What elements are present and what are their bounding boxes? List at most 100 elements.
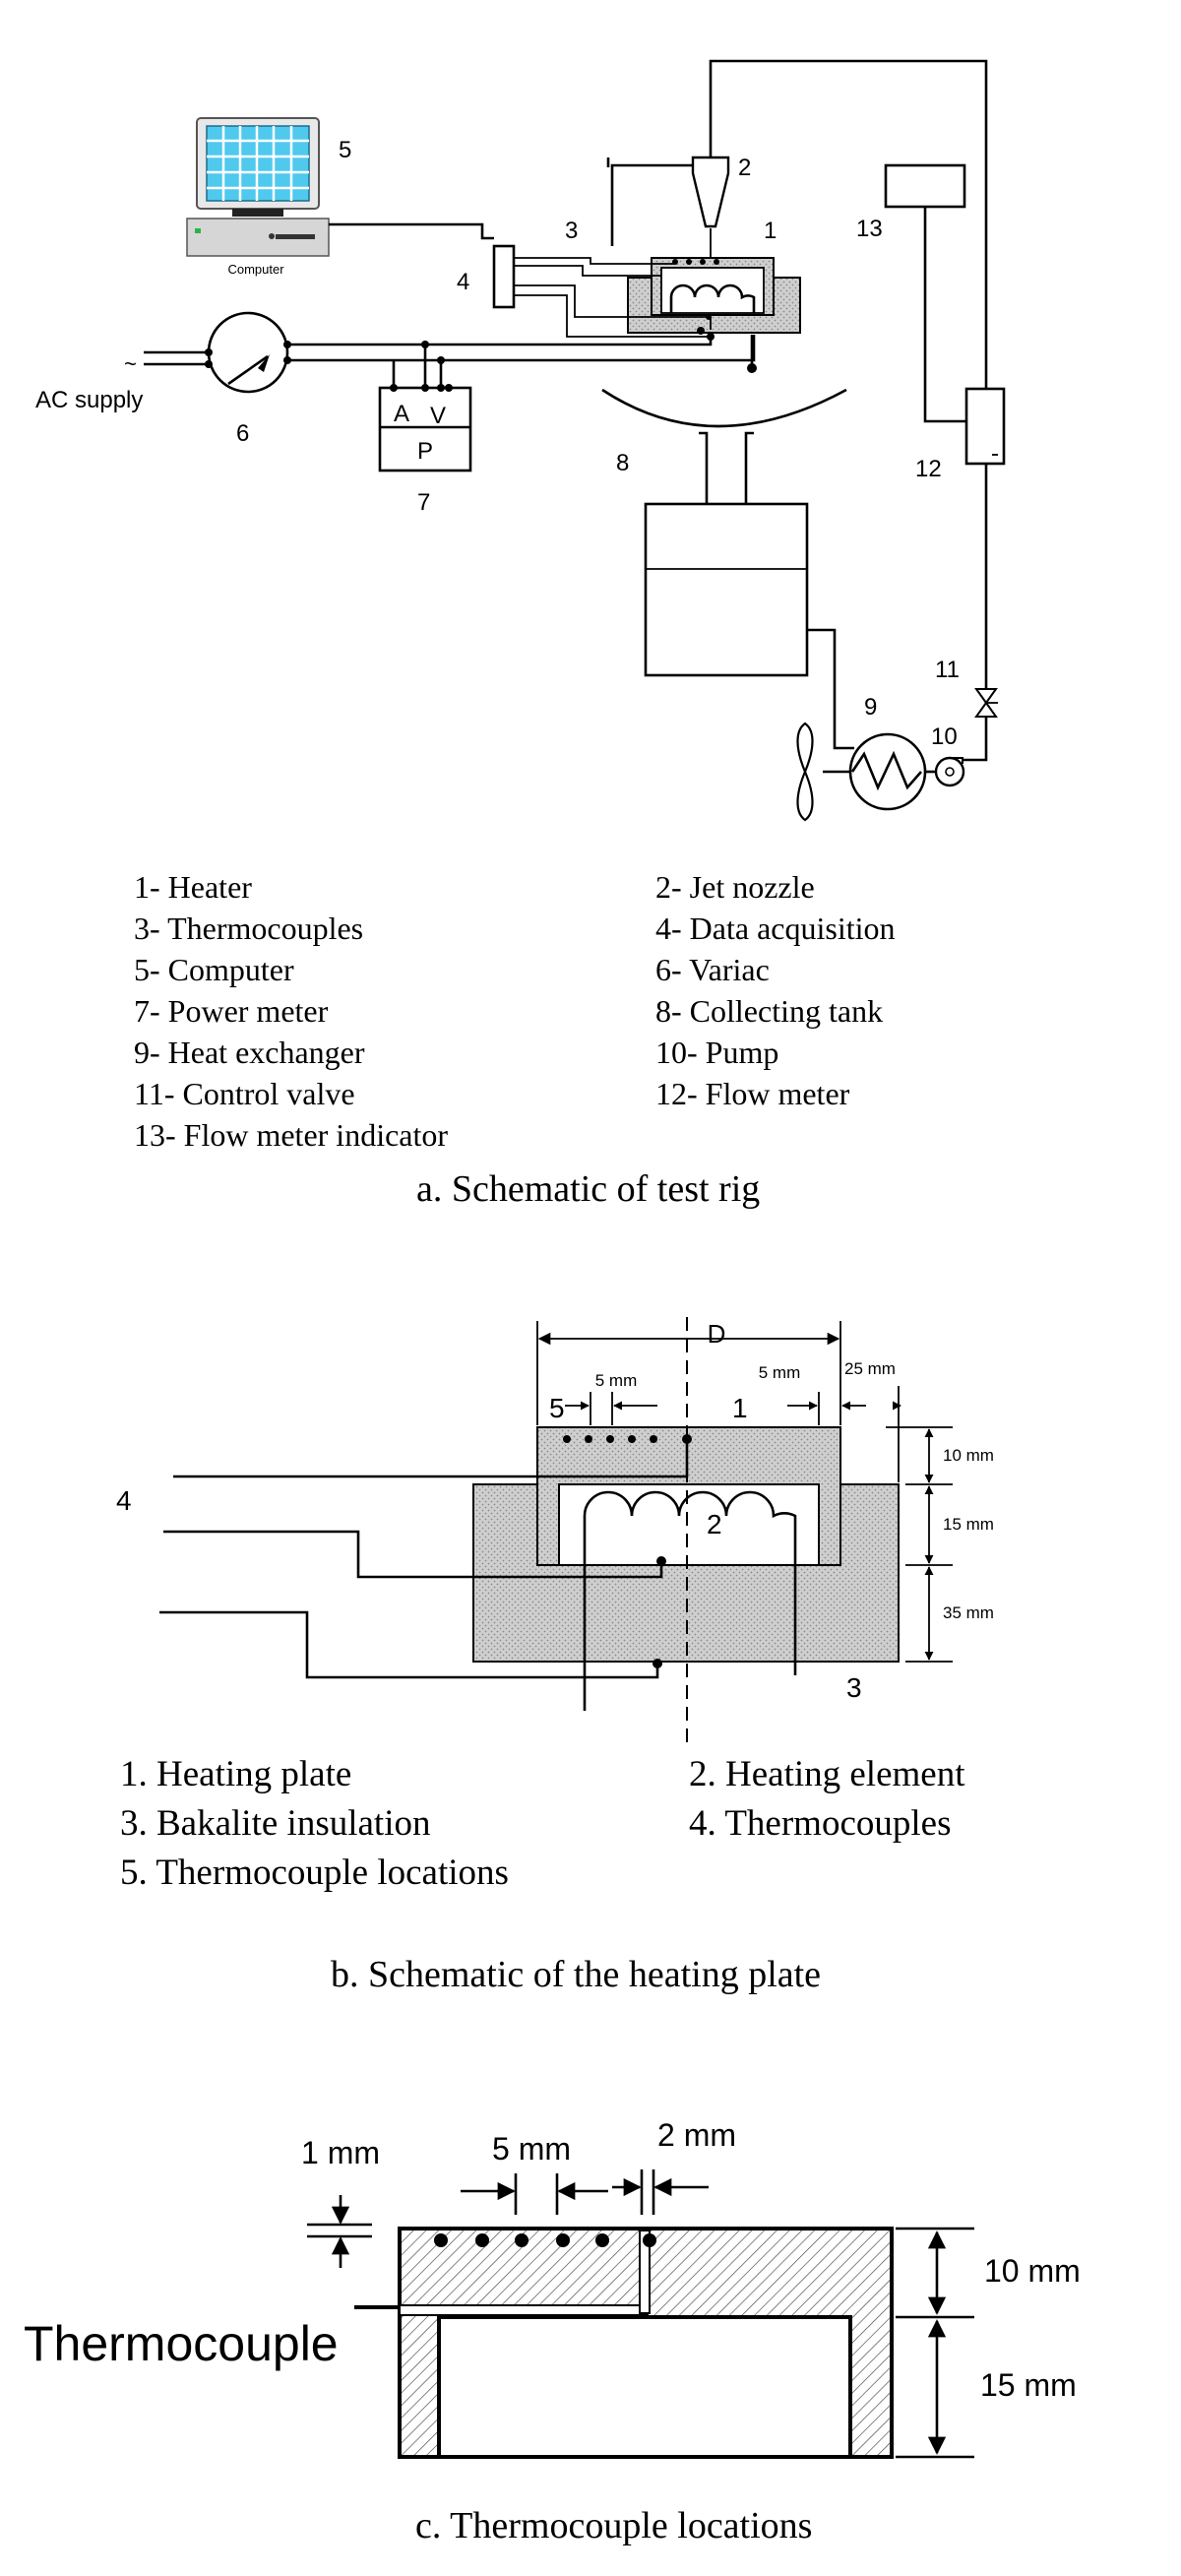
plate-callout-2: 2 bbox=[707, 1509, 722, 1539]
fan-icon bbox=[796, 722, 814, 822]
flow-meter-indicator bbox=[884, 163, 966, 209]
rig-legend-item: 1- Heater bbox=[134, 869, 252, 905]
thermocouple-channel bbox=[399, 2304, 649, 2316]
heater-thermocouple-dots bbox=[672, 259, 719, 265]
callout-6: 6 bbox=[236, 420, 249, 447]
callout-4: 4 bbox=[457, 269, 469, 295]
dim-5mm-label: 5 mm bbox=[759, 1363, 801, 1382]
nozzle-side-line bbox=[610, 163, 693, 246]
rig-legend-item: 2- Jet nozzle bbox=[655, 869, 815, 905]
rig-legend-item: 10- Pump bbox=[655, 1035, 778, 1070]
jet-nozzle bbox=[691, 156, 730, 228]
control-valve-icon bbox=[974, 688, 998, 718]
callout-5: 5 bbox=[339, 137, 351, 163]
ac-supply-label: AC supply bbox=[35, 387, 143, 413]
power-wiring bbox=[287, 314, 757, 388]
callout-3: 3 bbox=[565, 218, 578, 244]
plate-legend-item: 5. Thermocouple locations bbox=[120, 1853, 509, 1893]
tank-inlet-pipe bbox=[699, 431, 754, 504]
dim-5mm-label: 5 mm bbox=[492, 2131, 571, 2167]
heating-plate-schematic: D 5 mm 5 mm 25 mm 10 mm 15 mm 35 mm 1 2 … bbox=[116, 1317, 994, 1742]
plate-thermocouple-dots bbox=[563, 1434, 692, 1444]
plate-legend-item: 4. Thermocouples bbox=[689, 1803, 951, 1844]
thermocouple-wires bbox=[514, 257, 712, 338]
meter-p-label: P bbox=[417, 438, 433, 465]
dim-15mm-label: 15 mm bbox=[943, 1515, 994, 1534]
plate-recess bbox=[437, 2315, 852, 2459]
location-dimensions bbox=[307, 2169, 974, 2459]
dim-10mm-label: 10 mm bbox=[943, 1446, 994, 1465]
heater-cavity bbox=[660, 267, 765, 314]
plate-dimensions bbox=[536, 1321, 953, 1663]
heater-coil bbox=[669, 283, 756, 313]
pump-icon bbox=[934, 756, 965, 787]
plate-callout-5: 5 bbox=[549, 1393, 565, 1423]
computer-link bbox=[329, 222, 494, 240]
thermocouple-locations: 1 mm 5 mm 2 mm 10 mm 15 mm Thermocouple bbox=[24, 2117, 1081, 2459]
plate-callout-3: 3 bbox=[846, 1672, 862, 1703]
test-rig-schematic: Computer bbox=[35, 59, 1006, 822]
dim-2mm-label: 2 mm bbox=[657, 2117, 736, 2153]
dim-25mm-label: 25 mm bbox=[844, 1359, 896, 1378]
rig-legend-item: 9- Heat exchanger bbox=[134, 1035, 365, 1070]
valve-to-pump bbox=[963, 717, 988, 762]
rig-callouts: 1 2 3 4 5 6 7 8 9 10 11 12 13 bbox=[236, 137, 960, 750]
plate-legend: 1. Heating plate 2. Heating element 3. B… bbox=[120, 1754, 965, 1893]
caption-a: a. Schematic of test rig bbox=[416, 1168, 760, 1210]
dim-1mm-label: 1 mm bbox=[301, 2135, 380, 2170]
plate-legend-item: 3. Bakalite insulation bbox=[120, 1803, 430, 1844]
callout-7: 7 bbox=[417, 489, 430, 516]
callout-13: 13 bbox=[856, 216, 883, 242]
collecting-basin bbox=[601, 388, 847, 428]
rig-legend-item: 13- Flow meter indicator bbox=[134, 1117, 448, 1153]
caption-c: c. Thermocouple locations bbox=[415, 2505, 812, 2546]
dim-5mm-label: 5 mm bbox=[595, 1371, 638, 1390]
dim-15mm-label: 15 mm bbox=[980, 2367, 1077, 2403]
dim-35mm-label: 35 mm bbox=[943, 1603, 994, 1622]
callout-10: 10 bbox=[931, 723, 958, 750]
rig-legend-item: 4- Data acquisition bbox=[655, 911, 895, 946]
plate-dimension-labels: D 5 mm 5 mm 25 mm 10 mm 15 mm 35 mm bbox=[595, 1319, 994, 1622]
location-labels: 1 mm 5 mm 2 mm 10 mm 15 mm Thermocouple bbox=[24, 2117, 1081, 2403]
meter-a-label: A bbox=[394, 401, 409, 427]
rig-legend-item: 8- Collecting tank bbox=[655, 993, 883, 1029]
location-dots bbox=[434, 2233, 656, 2247]
dim-10mm-label: 10 mm bbox=[984, 2253, 1081, 2289]
computer-icon bbox=[186, 117, 330, 257]
indicator-cable bbox=[923, 207, 966, 423]
supply-line-top bbox=[709, 59, 988, 389]
callout-1: 1 bbox=[764, 218, 777, 244]
rig-legend-item: 3- Thermocouples bbox=[134, 911, 363, 946]
rig-legend-item: 7- Power meter bbox=[134, 993, 329, 1029]
callout-8: 8 bbox=[616, 450, 629, 476]
flow-meter bbox=[964, 387, 1006, 466]
callout-11: 11 bbox=[935, 657, 960, 683]
data-acquisition-box bbox=[492, 244, 516, 309]
thermocouple-riser bbox=[639, 2230, 651, 2314]
callout-9: 9 bbox=[864, 694, 877, 721]
rig-legend-item: 12- Flow meter bbox=[655, 1076, 850, 1111]
rig-legend-item: 5- Computer bbox=[134, 952, 294, 987]
rig-legend-item: 6- Variac bbox=[655, 952, 770, 987]
caption-b: b. Schematic of the heating plate bbox=[331, 1954, 821, 1995]
rig-legend-item: 11- Control valve bbox=[134, 1076, 355, 1111]
power-meter-terminals bbox=[390, 384, 453, 392]
plate-legend-item: 2. Heating element bbox=[689, 1754, 965, 1794]
heat-exchanger-icon bbox=[848, 732, 927, 811]
plate-callout-1: 1 bbox=[732, 1393, 748, 1423]
variac-icon bbox=[205, 311, 291, 394]
dim-d-label: D bbox=[708, 1319, 726, 1349]
heating-element-coil bbox=[583, 1490, 797, 1711]
tank-outlet bbox=[807, 628, 854, 750]
computer-caption: Computer bbox=[227, 262, 284, 277]
plate-legend-item: 1. Heating plate bbox=[120, 1754, 351, 1794]
ac-symbol: ~ bbox=[124, 351, 137, 376]
collecting-tank bbox=[644, 502, 809, 677]
callout-12: 12 bbox=[915, 456, 942, 482]
callout-2: 2 bbox=[738, 155, 751, 181]
thermocouple-label: Thermocouple bbox=[24, 2316, 339, 2371]
plate-callouts: 1 2 3 4 5 bbox=[116, 1393, 862, 1703]
plate-callout-4: 4 bbox=[116, 1485, 132, 1516]
meter-v-label: V bbox=[430, 403, 446, 429]
